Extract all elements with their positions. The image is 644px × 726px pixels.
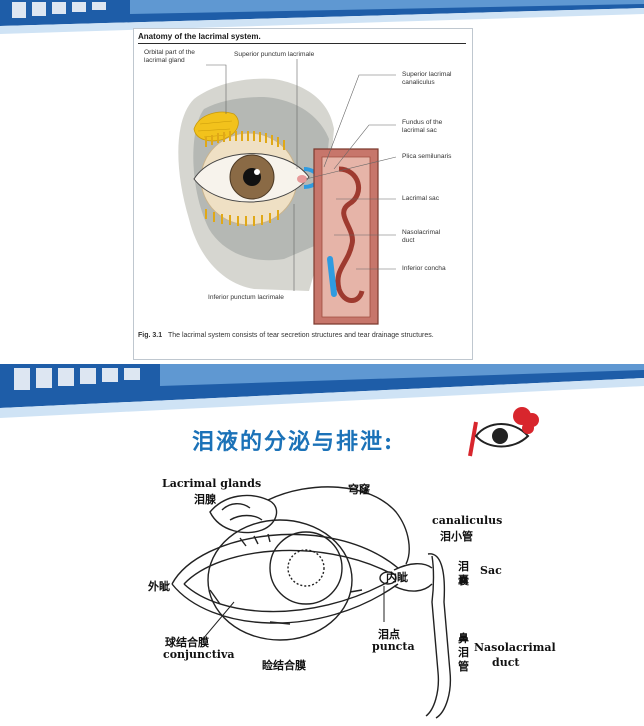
label-superior-canaliculus: Superior lacrimal canaliculus [402,71,452,86]
slide-tear-secretion: 泪液的分泌与排泄: [0,364,644,726]
label-duct-en: duct [492,656,520,669]
tear-drainage-diagram [171,486,452,719]
slide-title: 泪液的分泌与排泄: [192,429,395,455]
label-plica: Plica semilunaris [402,153,452,160]
label-outer-canthus-zh: 外眦 [148,580,170,593]
label-conjunctiva-en: conjunctiva [163,648,235,661]
slide-banner [0,0,644,40]
label-fornix-zh: 穹窿 [348,483,370,496]
anatomy-figure-panel: Anatomy of the lacrimal system. [133,28,473,360]
lacrimal-anatomy-illustration [178,59,397,325]
label-fundus-sac: Fundus of the lacrimal sac [402,119,443,134]
label-puncta-en: puncta [372,640,415,653]
slide-anatomy: Anatomy of the lacrimal system. [0,0,644,360]
title-rule [138,43,466,44]
label-canaliculus-en: canaliculus [432,514,503,527]
label-lacrimal-sac: Lacrimal sac [402,195,440,202]
label-nasolacrimal-duct: Nasolacrimal duct [402,229,441,244]
label-nasolacrimal-zh-1: 鼻 [458,632,469,645]
label-bulbar-conj-zh: 球结合膜 [165,636,209,649]
label-inferior-punctum: Inferior punctum lacrimale [208,294,284,301]
label-sac-zh-2: 囊 [458,574,469,587]
caption-text: The lacrimal system consists of tear sec… [167,332,434,339]
label-nasolacrimal-zh-3: 管 [458,660,469,673]
label-lacrimal-glands-en: Lacrimal glands [162,477,262,490]
label-sac-zh-1: 泪 [458,560,469,573]
eye-logo-icon [468,407,539,457]
label-puncta-zh: 泪点 [378,628,400,641]
label-superior-punctum: Superior punctum lacrimale [234,51,315,58]
figure-title: Anatomy of the lacrimal system. [138,32,261,41]
figure-caption: Fig. 3.1 The lacrimal system consists of… [138,331,468,340]
label-palpebral-conj-zh: 睑结合膜 [262,659,306,672]
label-orbital-gland: Orbital part of the lacrimal gland [144,49,195,64]
slide-banner-2 [0,364,644,422]
label-inferior-concha: Inferior concha [402,265,446,272]
label-lacrimal-glands-zh: 泪腺 [194,493,216,506]
label-nasolacrimal-en: Nasolacrimal [474,641,556,654]
label-inner-canthus-zh: 内眦 [386,571,408,584]
label-nasolacrimal-zh-2: 泪 [458,646,469,659]
label-sac-en: Sac [480,564,502,577]
caption-fig-number: Fig. 3.1 [138,332,163,339]
label-canaliculus-zh: 泪小管 [440,530,473,543]
